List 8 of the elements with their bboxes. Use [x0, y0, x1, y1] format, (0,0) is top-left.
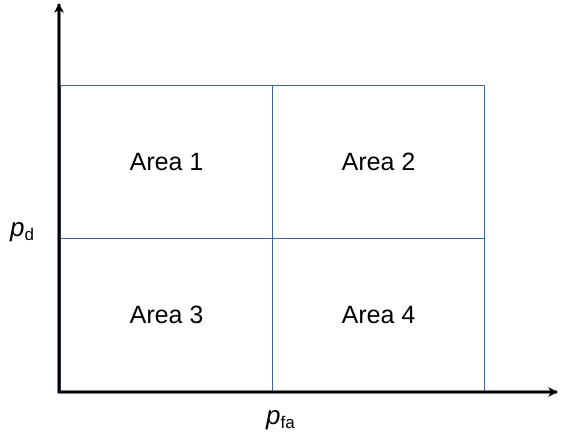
area-cell: [60, 85, 273, 239]
area-label: Area 3: [130, 300, 204, 330]
area-cell: [272, 85, 485, 239]
axis-label: p$_{fa}$: [266, 400, 295, 433]
area-label: Area 2: [342, 148, 416, 176]
axis-label: p$_{d}$: [10, 212, 34, 245]
area-label: Area 1: [130, 148, 204, 176]
area-label: Area 4: [342, 300, 416, 330]
